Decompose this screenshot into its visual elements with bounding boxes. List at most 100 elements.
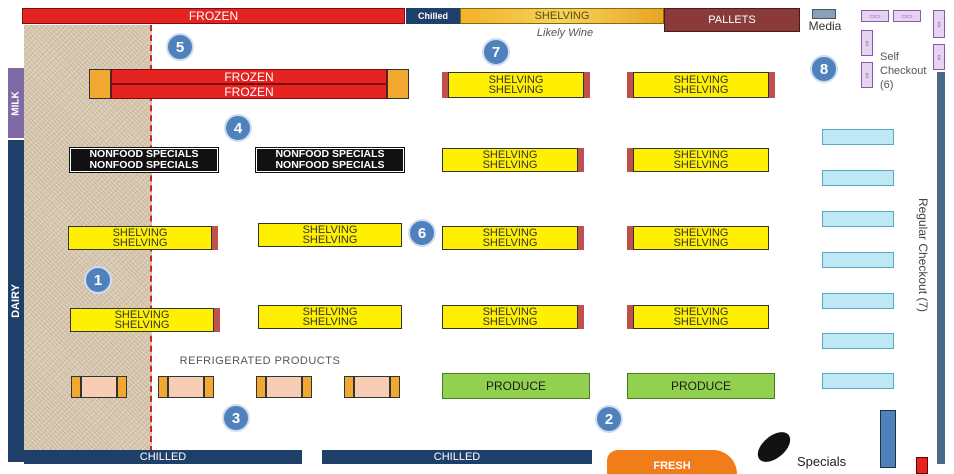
milk-wall: MILK: [8, 68, 24, 138]
produce-unit: PRODUCE: [627, 373, 775, 399]
self-checkout-unit: ▯: [861, 30, 873, 56]
marker-8-label: 8: [819, 60, 829, 78]
shelving-label: SHELVING: [673, 159, 729, 171]
refrigerated-unit-cap: [71, 376, 81, 398]
refrigerated-unit-cap: [117, 376, 127, 398]
shelving-label: SHELVING: [482, 306, 538, 318]
self-checkout-unit: ▯: [861, 62, 873, 88]
self-checkout-unit: ▯: [933, 44, 945, 70]
marker-1: 1: [84, 266, 112, 294]
checkout-lane: [822, 333, 894, 349]
shelving-endcap: [578, 148, 584, 172]
produce-unit: PRODUCE: [442, 373, 590, 399]
self-checkout-text: Self Checkout (6): [880, 50, 932, 92]
shelving-endcap: [627, 305, 633, 329]
shelving-label: SHELVING: [482, 316, 538, 328]
media-text: Media: [800, 19, 850, 33]
marker-2: 2: [595, 405, 623, 433]
refrigerated-unit-body: [168, 376, 204, 398]
media-label: Media: [808, 19, 842, 33]
chilled-wall-top: Chilled: [406, 8, 460, 24]
chilled-label: CHILLED: [139, 451, 187, 463]
checkout-lane: [822, 211, 894, 227]
media-unit: [812, 9, 836, 19]
frozen-wall-top: FROZEN: [22, 8, 405, 24]
marker-4-label: 4: [233, 119, 243, 137]
specials-label: Specials: [797, 454, 847, 469]
refrigerated-unit: [344, 376, 400, 398]
checkout-lane: [822, 129, 894, 145]
nonfood-specials-label: NONFOOD SPECIALS: [275, 148, 385, 160]
nonfood-specials-label: NONFOOD SPECIALS: [275, 159, 385, 171]
frozen-case-lower-label: FROZEN: [224, 84, 274, 99]
shelving-label: SHELVING: [302, 316, 358, 328]
refrigerated-products-label: REFRIGERATED PRODUCTS: [160, 353, 360, 369]
wine-shelving-top: SHELVING: [460, 8, 664, 24]
chilled-wall-bottom-right: CHILLED: [322, 450, 592, 464]
marker-3-label: 3: [231, 409, 241, 427]
shelving-label: SHELVING: [673, 84, 729, 96]
marker-2-label: 2: [604, 410, 614, 428]
refrigerated-unit-body: [81, 376, 117, 398]
shelving-label: SHELVING: [488, 74, 544, 86]
wine-note: Likely Wine: [515, 26, 615, 40]
chilled-label: CHILLED: [433, 451, 481, 463]
refrigerated-unit-cap: [302, 376, 312, 398]
refrigerated-unit: [71, 376, 127, 398]
self-checkout-unit: ▯: [933, 10, 945, 38]
shelving-label: SHELVING: [112, 227, 168, 239]
shelving-endcap: [442, 72, 448, 98]
produce-label: PRODUCE: [485, 379, 546, 393]
refrigerated-unit-body: [266, 376, 302, 398]
shelving-endcap: [769, 72, 775, 98]
exit-door: [880, 410, 896, 468]
marker-5: 5: [166, 33, 194, 61]
dairy-label: DAIRY: [10, 284, 23, 318]
marker-3: 3: [222, 404, 250, 432]
self-checkout-unit: ▭▭: [893, 10, 921, 22]
shelving-endcap: [214, 308, 220, 332]
frozen-case-lower: FROZEN: [111, 84, 387, 99]
nonfood-specials-label: NONFOOD SPECIALS: [89, 159, 199, 171]
shelving-label: SHELVING: [673, 237, 729, 249]
shelving-label: SHELVING: [488, 84, 544, 96]
marker-5-label: 5: [175, 38, 185, 56]
red-marker-block: [916, 457, 928, 474]
frozen-wall-top-label: FROZEN: [188, 9, 239, 23]
fresh-area: FRESH: [607, 450, 737, 474]
chilled-wall-bottom-left: CHILLED: [24, 450, 302, 464]
milk-label: MILK: [10, 90, 22, 116]
refrigerated-unit-cap: [390, 376, 400, 398]
shelving-label: SHELVING: [482, 227, 538, 239]
shelving-label: SHELVING: [302, 306, 358, 318]
likely-wine-label: Likely Wine: [536, 27, 594, 39]
shelving-label: SHELVING: [482, 149, 538, 161]
checkout-lane: [822, 252, 894, 268]
shelving-endcap: [212, 226, 218, 250]
shelving-endcap: [627, 72, 633, 98]
shelving-endcap: [584, 72, 590, 98]
shelving-endcap: [578, 305, 584, 329]
marker-7-label: 7: [491, 43, 501, 61]
pallets-label: PALLETS: [708, 14, 756, 26]
shelving-label: SHELVING: [302, 224, 358, 236]
refrigerated-unit: [158, 376, 214, 398]
frozen-case-upper-label: FROZEN: [224, 69, 274, 84]
shelving-label: SHELVING: [114, 319, 170, 331]
shelving-label: SHELVING: [114, 309, 170, 321]
self-checkout-label: Self Checkout (6): [880, 51, 927, 91]
marker-4: 4: [224, 114, 252, 142]
checkout-lane: [822, 373, 894, 389]
marker-6: 6: [408, 219, 436, 247]
shelving-label: SHELVING: [673, 227, 729, 239]
marker-1-label: 1: [93, 271, 103, 289]
